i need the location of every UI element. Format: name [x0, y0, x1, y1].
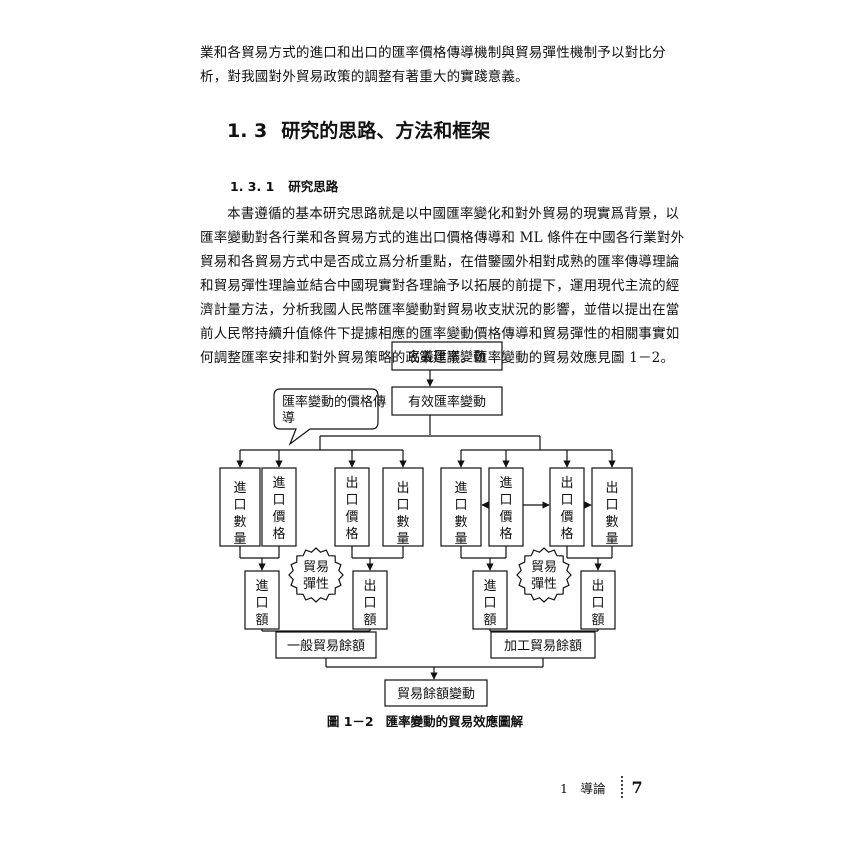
left-export-value-box: 出口額	[352, 570, 388, 630]
figure-caption: 圖 1－2 匯率變動的貿易效應圖解	[0, 711, 850, 730]
elasticity-starburst	[516, 547, 572, 603]
continuation-paragraph: 業和各貿易方式的進口和出口的匯率價格傳導機制與貿易彈性機制予以對比分 析，對我國…	[200, 41, 666, 89]
section-heading: 1. 3 研究的思路、方法和框架	[227, 116, 490, 143]
vchar: 出口額	[363, 579, 376, 628]
footer-chapter: 1 導論	[560, 780, 606, 796]
vchar: 進口額	[483, 579, 496, 628]
page-footer: 1 導論 7	[560, 776, 643, 798]
right-balance-box: 加工貿易餘額	[490, 631, 596, 659]
nominal-rate-box	[391, 341, 503, 371]
callout-text-line: 匯率變動的價格傳	[282, 394, 386, 410]
trade-balance-change-box: 貿易餘額變動	[384, 679, 488, 707]
vchar: 進口額	[255, 579, 268, 628]
elasticity-text: 貿易	[303, 560, 329, 575]
vchar: 進口價格	[272, 476, 285, 542]
elasticity-text: 彈性	[531, 577, 557, 592]
price-transmission-callout	[273, 388, 379, 446]
right-import-price-box: 進口價格	[488, 467, 524, 547]
left-balance-label: 一般貿易餘額	[287, 638, 365, 654]
subsection-heading: 1. 3. 1 研究思路	[230, 176, 338, 195]
vchar: 進口數量	[233, 481, 246, 547]
text-line: 何調整匯率安排和對外貿易策略的政策建議。匯率變動的貿易效應見圖 1－2。	[200, 350, 675, 366]
left-export-qty-box: 出口數量	[382, 467, 424, 547]
right-export-price-box: 出口價格	[549, 467, 585, 547]
text-line: 前人民幣持續升值條件下提據相應的匯率變動價格傳導和貿易彈性的相關事實如	[200, 326, 680, 342]
elasticity-text: 貿易	[531, 560, 557, 575]
effective-rate-box	[391, 386, 503, 416]
elasticity-text: 彈性	[303, 577, 329, 592]
trade-balance-change-label: 貿易餘額變動	[397, 686, 475, 702]
right-export-qty-box: 出口數量	[591, 467, 633, 547]
left-balance-box: 一般貿易餘額	[275, 631, 377, 659]
text-line: 和貿易彈性理論並結合中國現實對各理論予以拓展的前提下，運用現代主流的經	[200, 278, 680, 294]
left-export-price-box: 出口價格	[334, 467, 370, 547]
callout-text-line: 導	[282, 411, 295, 426]
right-import-value-box: 進口額	[472, 570, 508, 630]
page-number: 7	[631, 777, 643, 797]
figure-title: 匯率變動的貿易效應圖解	[385, 714, 524, 729]
vchar: 出口數量	[605, 481, 618, 547]
section-number: 1. 3	[227, 120, 268, 142]
left-import-price-box: 進口價格	[261, 467, 297, 547]
footer-divider	[621, 776, 624, 798]
nominal-rate-label: 名義匯率變動	[408, 349, 486, 365]
main-paragraph: 本書遵循的基本研究思路就是以中國匯率變化和對外貿易的現實爲背景，以 匯率變動對各…	[200, 202, 685, 370]
vchar: 進口數量	[454, 481, 467, 547]
vchar: 出口價格	[345, 476, 358, 542]
left-import-value-box: 進口額	[244, 570, 280, 630]
vchar: 出口額	[591, 579, 604, 628]
elasticity-starburst	[288, 547, 344, 603]
vchar: 進口價格	[499, 476, 512, 542]
subsection-number: 1. 3. 1	[230, 179, 275, 194]
subsection-title: 研究思路	[288, 179, 339, 194]
text-line: 本書遵循的基本研究思路就是以中國匯率變化和對外貿易的現實爲背景，以	[227, 206, 680, 222]
text-line: 業和各貿易方式的進口和出口的匯率價格傳導機制與貿易彈性機制予以對比分	[200, 45, 666, 61]
text-line: 匯率變動對各行業和各貿易方式的進出口價格傳導和 ML 條件在中國各行業對外	[200, 230, 685, 246]
left-elasticity-badge: 貿易 彈性	[288, 547, 344, 603]
vchar: 出口價格	[560, 476, 573, 542]
right-balance-label: 加工貿易餘額	[504, 638, 582, 654]
right-elasticity-badge: 貿易 彈性	[516, 547, 572, 603]
left-import-qty-box: 進口數量	[219, 467, 261, 547]
vchar: 出口數量	[396, 481, 409, 547]
right-import-qty-box: 進口數量	[440, 467, 482, 547]
section-title: 研究的思路、方法和框架	[281, 120, 491, 142]
text-line: 貿易和各貿易方式中是否成立爲分析重點，在借鑒國外相對成熟的匯率傳導理論	[200, 254, 680, 270]
effective-rate-label: 有效匯率變動	[408, 394, 486, 410]
text-line: 析，對我國對外貿易政策的調整有著重大的實踐意義。	[200, 69, 529, 85]
right-export-value-box: 出口額	[580, 570, 616, 630]
figure-number: 圖 1－2	[326, 714, 374, 729]
text-line: 濟計量方法，分析我國人民幣匯率變動對貿易收支狀況的影響，並借以提出在當	[200, 302, 680, 318]
